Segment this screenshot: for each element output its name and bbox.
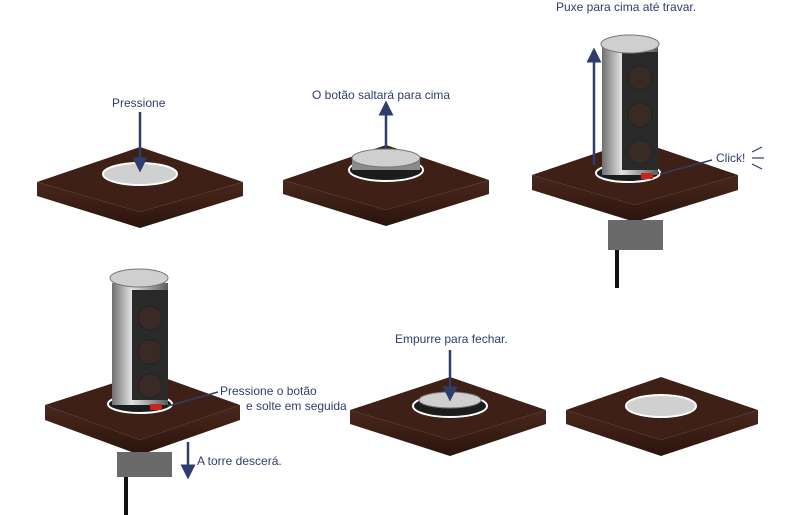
desk-edge [566,410,758,456]
label-press-release-1: Pressione o botão [220,384,317,398]
desk-edge [532,175,738,222]
step-4-lower [45,268,240,515]
label-press: Pressione [112,96,166,110]
step-3-pull-up [532,34,764,288]
label-pull-up: Puxe para cima até travar. [556,0,697,14]
label-push-close: Empurre para fechar. [395,332,508,346]
socket-outlet-icon [137,373,163,399]
flush-cap-icon [625,394,697,418]
desk-edge [37,182,243,228]
step-6-closed [566,377,758,456]
label-click: Click! [716,151,746,165]
under-desk-housing [608,220,663,250]
socket-outlet-icon [627,139,653,165]
click-pointer [659,159,713,175]
under-desk-housing [117,452,172,477]
closing-cap-icon [418,391,482,409]
desk-edge [350,410,546,456]
step-5-push-close [350,350,546,456]
tower-cap-icon [600,34,660,54]
desk-edge [45,405,240,455]
flush-cap-icon [102,162,178,186]
socket-outlet-icon [627,65,653,91]
label-pop-up: O botão saltará para cima [312,88,451,102]
socket-outlet-icon [627,102,653,128]
step-1-press [37,112,243,228]
socket-outlet-icon [137,339,163,365]
pointer-line [167,391,219,407]
click-sound-icon [751,146,764,170]
desk-edge [283,180,489,226]
popped-cap-icon [351,148,421,168]
socket-outlet-icon [137,305,163,331]
indicator-light [150,404,162,410]
label-tower-down: A torre descerá. [197,454,282,468]
step-2-pop-up [283,100,489,226]
label-press-release-2: e solte em seguida [246,399,347,413]
indicator-light [641,173,653,179]
tower-cap-icon [109,268,169,288]
